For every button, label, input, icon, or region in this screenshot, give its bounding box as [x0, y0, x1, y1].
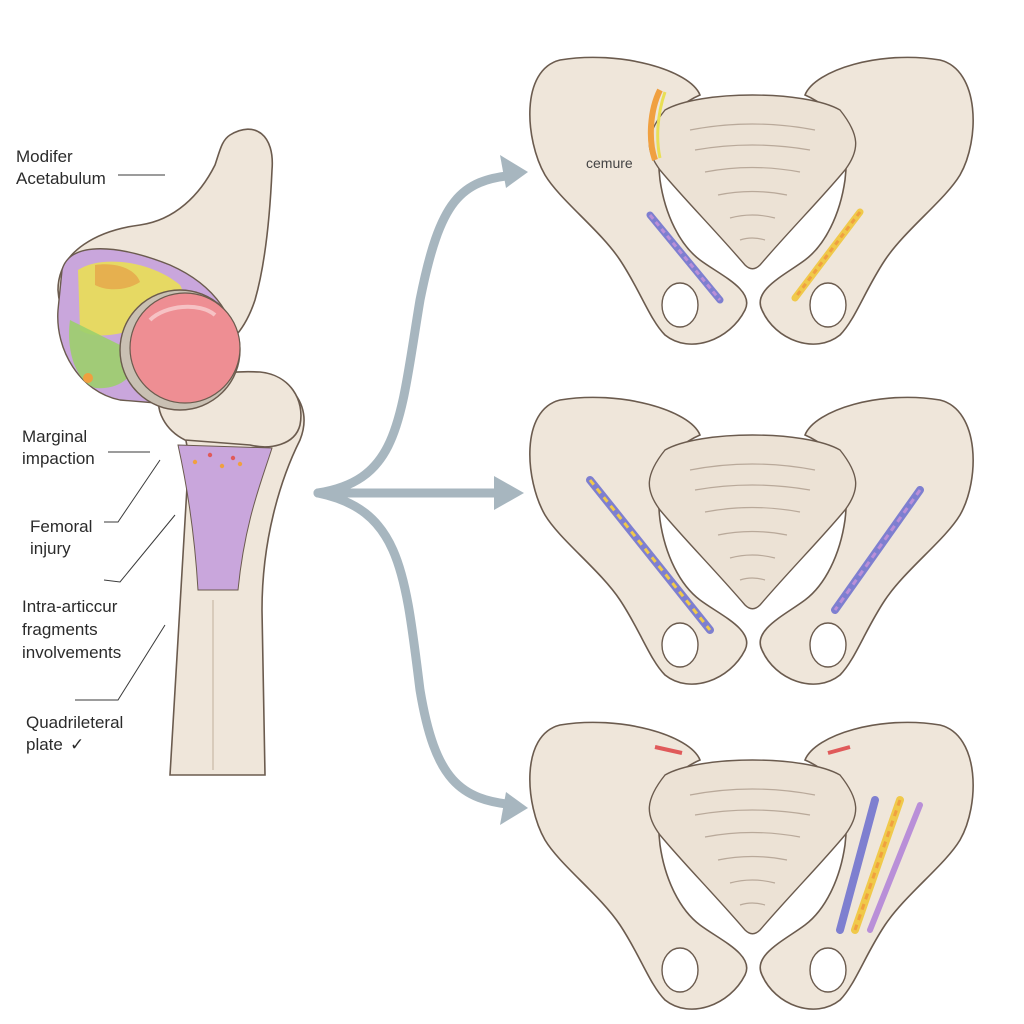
label-modifier-line2: Acetabulum: [16, 169, 106, 188]
branch-arrows: [313, 170, 520, 810]
plate-screw-icon: [586, 476, 714, 634]
pelvis-middle: [529, 396, 974, 685]
label-marginal-line2: impaction: [22, 449, 95, 468]
hip-joint-illustration: [57, 128, 305, 776]
plate-screw-icon: [791, 208, 864, 302]
label-quad-line2: plate: [26, 735, 63, 754]
plate-screw-icon: [836, 796, 923, 934]
label-intra-line2: fragments: [22, 620, 98, 639]
label-quad-line1: Quadrileteral: [26, 713, 124, 732]
arrow-right-icon: [494, 155, 528, 825]
plate-screw-icon: [831, 486, 924, 614]
label-femoral-line2: injury: [30, 539, 71, 558]
plate-screw-icon: [646, 211, 724, 304]
label-modifier-line1: Modifer: [16, 147, 73, 166]
label-intra-line1: Intra-articcur: [22, 597, 118, 616]
label-femoral-line1: Femoral: [30, 517, 93, 536]
label-intra-line3: involvements: [22, 643, 122, 662]
pelvis-top-tag: cemure: [586, 155, 633, 171]
check-icon: ✓: [70, 735, 85, 754]
leader-lines: [75, 174, 176, 701]
label-marginal-line1: Marginal: [22, 427, 88, 446]
pelvis-top: [529, 56, 974, 345]
pelvis-bottom: [529, 721, 974, 1010]
